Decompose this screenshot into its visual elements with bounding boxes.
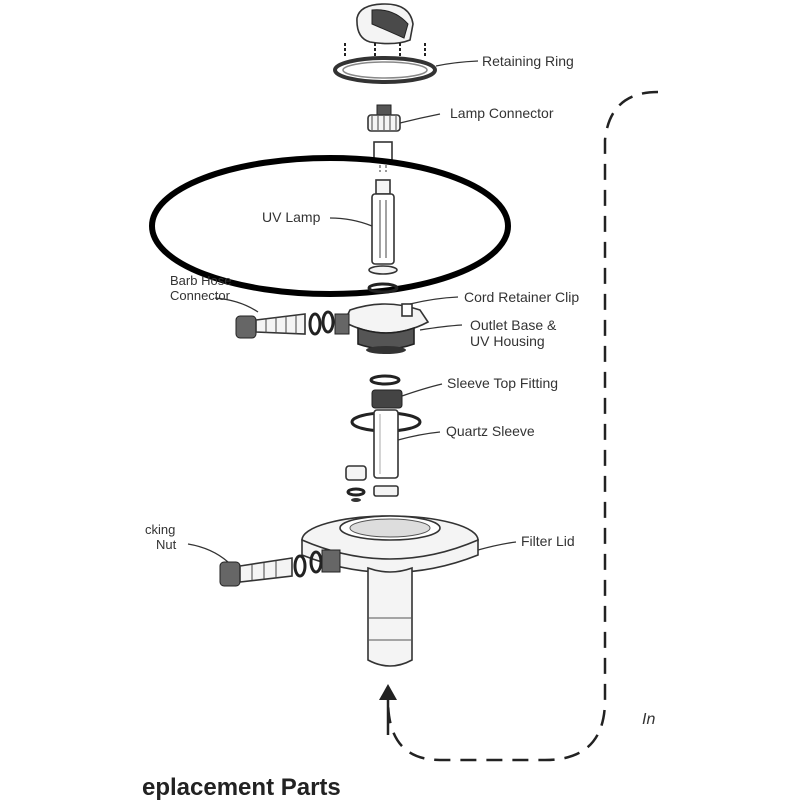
outlet-base-part: [342, 303, 430, 354]
label-cord-retainer-clip: Cord Retainer Clip: [464, 289, 579, 305]
label-sleeve-top-fitting: Sleeve Top Fitting: [447, 375, 558, 391]
locking-nut-part: [219, 549, 341, 587]
label-filter-lid: Filter Lid: [521, 533, 575, 549]
label-locking-nut-line2: Nut: [156, 537, 177, 552]
retaining-ring-part: [333, 56, 437, 84]
label-barb-hose-line2: Connector: [170, 288, 231, 303]
label-quartz-sleeve: Quartz Sleeve: [446, 423, 535, 439]
label-outlet-base-line2: UV Housing: [470, 333, 545, 349]
section-heading: eplacement Parts: [142, 774, 341, 800]
lamp-connector-part: [367, 104, 401, 132]
quartz-sleeve-part: [373, 409, 399, 497]
label-uv-lamp: UV Lamp: [262, 209, 321, 225]
label-lamp-connector: Lamp Connector: [450, 105, 554, 121]
side-text: In: [642, 711, 655, 728]
up-arrow-icon: [379, 684, 397, 735]
screws: [344, 43, 426, 56]
label-locking-nut-line1: cking: [145, 522, 175, 537]
label-retaining-ring: Retaining Ring: [482, 53, 574, 69]
label-outlet-base-line1: Outlet Base &: [470, 317, 557, 333]
o-ring: [367, 282, 399, 294]
lamp-cap: [356, 3, 414, 45]
dashed-flow-loop: [386, 90, 659, 762]
label-barb-hose-line1: Barb Hose: [170, 273, 231, 288]
uv-lamp-highlight-circle: [149, 155, 511, 297]
filter-lid-part: [301, 515, 479, 667]
small-nut-part: [345, 465, 367, 502]
barb-hose-connector-part: [235, 310, 350, 339]
